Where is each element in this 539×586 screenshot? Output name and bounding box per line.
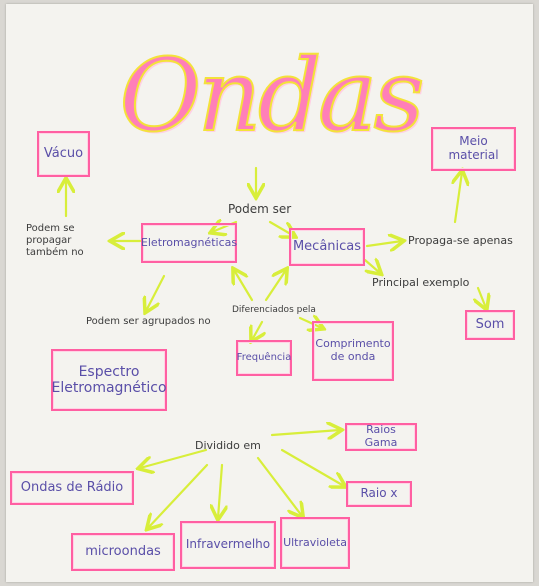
link-podem-agrupados: Podem ser agrupados no	[86, 316, 211, 327]
node-eletromagneticas: Eletromagnéticas	[141, 223, 237, 263]
node-frequencia: Frequência	[236, 340, 292, 376]
arrow-to-podem-agrupados	[146, 274, 166, 311]
node-infravermelho: Infravermelho	[180, 521, 276, 569]
arrow-to-ondas-radio	[140, 448, 208, 468]
node-raios-gama: Raios Gama	[345, 423, 417, 451]
arrow-to-raio-x	[280, 448, 344, 486]
node-som: Som	[465, 310, 515, 340]
node-raio-x: Raio x	[346, 481, 412, 507]
node-mecanicas: Mecânicas	[289, 228, 365, 266]
arrow-to-raios-gama	[270, 430, 340, 435]
arrow-to-propaga-apenas	[365, 241, 402, 246]
arrow-to-frequencia	[252, 320, 262, 340]
link-podem-ser: Podem ser	[228, 202, 292, 216]
link-principal-exemplo: Principal exemplo	[372, 276, 470, 289]
node-espectro: Espectro Eletromagnético	[51, 349, 167, 411]
node-meio-material: Meio material	[431, 127, 516, 171]
arrow-to-som	[478, 286, 486, 308]
node-comprimento-onda: Comprimento de onda	[312, 321, 394, 381]
arrow-to-microondas	[148, 463, 209, 528]
link-dividido: Dividido em	[195, 439, 261, 452]
link-diferenciados: Diferenciados pela	[232, 305, 316, 315]
arrow-eletro-to-diferenciados	[234, 270, 254, 302]
arrow-mec-to-diferenciados	[264, 270, 286, 302]
node-ondas-radio: Ondas de Rádio	[10, 471, 134, 505]
arrow-to-principal-exemplo	[363, 260, 380, 273]
link-podem-propagar: Podem se propagar também no	[26, 223, 84, 258]
node-vacuo: Vácuo	[37, 131, 90, 177]
node-microondas: microondas	[71, 533, 175, 571]
link-propaga-apenas: Propaga-se apenas	[408, 234, 513, 247]
arrow-to-meio-material	[455, 172, 462, 224]
arrow-to-ultravioleta	[256, 456, 302, 516]
arrow-to-infravermelho	[218, 463, 222, 518]
arrow-to-comprimento	[298, 318, 322, 328]
node-ultravioleta: Ultravioleta	[280, 517, 350, 569]
map-title: Ondas	[118, 36, 425, 155]
